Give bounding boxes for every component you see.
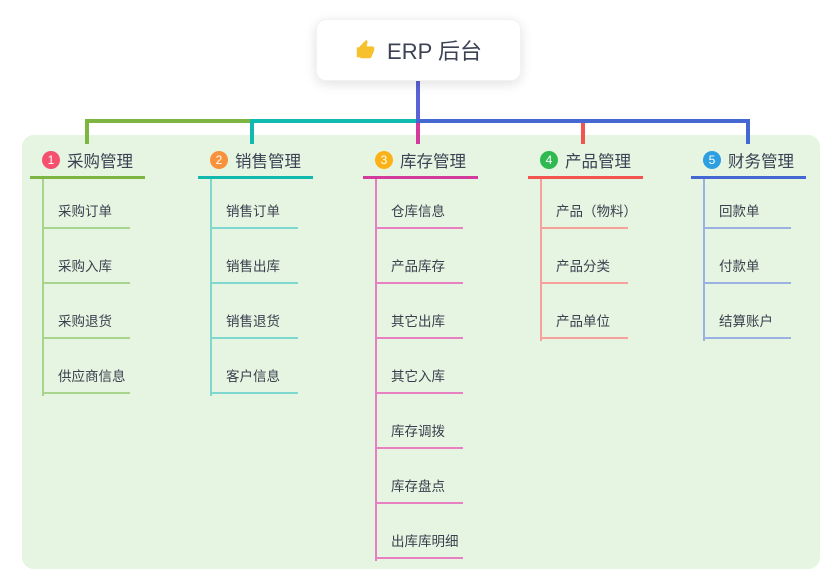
root-node-label: ERP 后台 [387,39,482,64]
node-item-label: 销售退货 [226,313,280,329]
branch-finance-number-badge: 5 [703,151,721,169]
branch-finance-label: 财务管理 [728,153,794,171]
branch-sales: 2 销售管理销售订单销售出库销售退货客户信息 [198,144,313,396]
branch-sales-spine-line [210,179,212,396]
node-item[interactable]: 回款单 [703,179,791,229]
branch-purchase-node[interactable]: 1 采购管理 [30,144,145,179]
node-item[interactable]: 销售退货 [210,284,298,339]
thumbs-up-path [356,39,375,59]
node-item-label: 销售出库 [226,258,280,274]
node-item[interactable]: 采购订单 [42,179,130,229]
node-item[interactable]: 库存调拨 [375,394,463,449]
node-item-label: 出库库明细 [391,533,459,549]
node-item-label: 仓库信息 [391,203,445,219]
node-item[interactable]: 其它出库 [375,284,463,339]
branch-product-node[interactable]: 4 产品管理 [528,144,643,179]
branch-product-label: 产品管理 [565,153,631,171]
node-item[interactable]: 出库库明细 [375,504,463,559]
node-item[interactable]: 结算账户 [703,284,791,339]
branch-purchase: 1 采购管理采购订单采购入库采购退货供应商信息 [30,144,145,396]
node-item[interactable]: 采购退货 [42,284,130,339]
node-item[interactable]: 采购入库 [42,229,130,284]
node-item-label: 供应商信息 [58,368,126,384]
node-item-label: 其它出库 [391,313,445,329]
branch-finance: 5 财务管理回款单付款单结算账户 [691,144,806,341]
node-item[interactable]: 付款单 [703,229,791,284]
node-item-label: 采购入库 [58,258,112,274]
node-item[interactable]: 产品（物料） [540,179,637,229]
node-item-label: 采购退货 [58,313,112,329]
branch-inventory-children: 仓库信息产品库存其它出库其它入库库存调拨库存盘点出库库明细 [363,179,478,561]
node-item-label: 产品单位 [556,313,610,329]
branch-inventory-node[interactable]: 3 库存管理 [363,144,478,179]
node-item[interactable]: 销售出库 [210,229,298,284]
node-item-label: 结算账户 [719,313,773,329]
branch-inventory: 3 库存管理仓库信息产品库存其它出库其它入库库存调拨库存盘点出库库明细 [363,144,478,561]
node-item[interactable]: 库存盘点 [375,449,463,504]
branch-inventory-label: 库存管理 [400,153,466,171]
branch-inventory-spine-line [375,179,377,561]
node-item[interactable]: 仓库信息 [375,179,463,229]
node-item[interactable]: 供应商信息 [42,339,130,394]
node-item-label: 产品库存 [391,258,445,274]
branch-inventory-number-badge: 3 [375,151,393,169]
node-item-label: 库存盘点 [391,478,445,494]
root-node[interactable]: ERP 后台 [316,19,521,81]
branch-finance-children: 回款单付款单结算账户 [691,179,806,341]
node-item[interactable]: 产品单位 [540,284,628,339]
node-item-label: 付款单 [719,258,760,274]
node-item-label: 采购订单 [58,203,112,219]
mindmap-panel [22,135,820,569]
node-item[interactable]: 客户信息 [210,339,298,394]
branch-product-children: 产品（物料） 产品分类产品单位 [528,179,643,341]
branch-finance-node[interactable]: 5 财务管理 [691,144,806,179]
branch-purchase-children: 采购订单采购入库采购退货供应商信息 [30,179,145,396]
node-item-label: 产品（物料） [556,203,637,219]
node-item[interactable]: 产品分类 [540,229,628,284]
branch-product-number-badge: 4 [540,151,558,169]
branch-product-spine-line [540,179,542,341]
node-item[interactable]: 其它入库 [375,339,463,394]
node-item-label: 产品分类 [556,258,610,274]
node-item[interactable]: 产品库存 [375,229,463,284]
node-item-label: 回款单 [719,203,760,219]
node-item-label: 销售订单 [226,203,280,219]
branch-purchase-number-badge: 1 [42,151,60,169]
branch-sales-label: 销售管理 [235,153,301,171]
node-item-label: 库存调拨 [391,423,445,439]
thumbs-up-icon [356,39,375,59]
node-item[interactable]: 销售订单 [210,179,298,229]
node-item-label: 客户信息 [226,368,280,384]
branch-purchase-label: 采购管理 [67,153,133,171]
branch-sales-number-badge: 2 [210,151,228,169]
branch-sales-children: 销售订单销售出库销售退货客户信息 [198,179,313,396]
node-item-label: 其它入库 [391,368,445,384]
branch-purchase-spine-line [42,179,44,396]
branch-product: 4 产品管理产品（物料） 产品分类产品单位 [528,144,643,341]
branch-sales-node[interactable]: 2 销售管理 [198,144,313,179]
branch-finance-spine-line [703,179,705,341]
